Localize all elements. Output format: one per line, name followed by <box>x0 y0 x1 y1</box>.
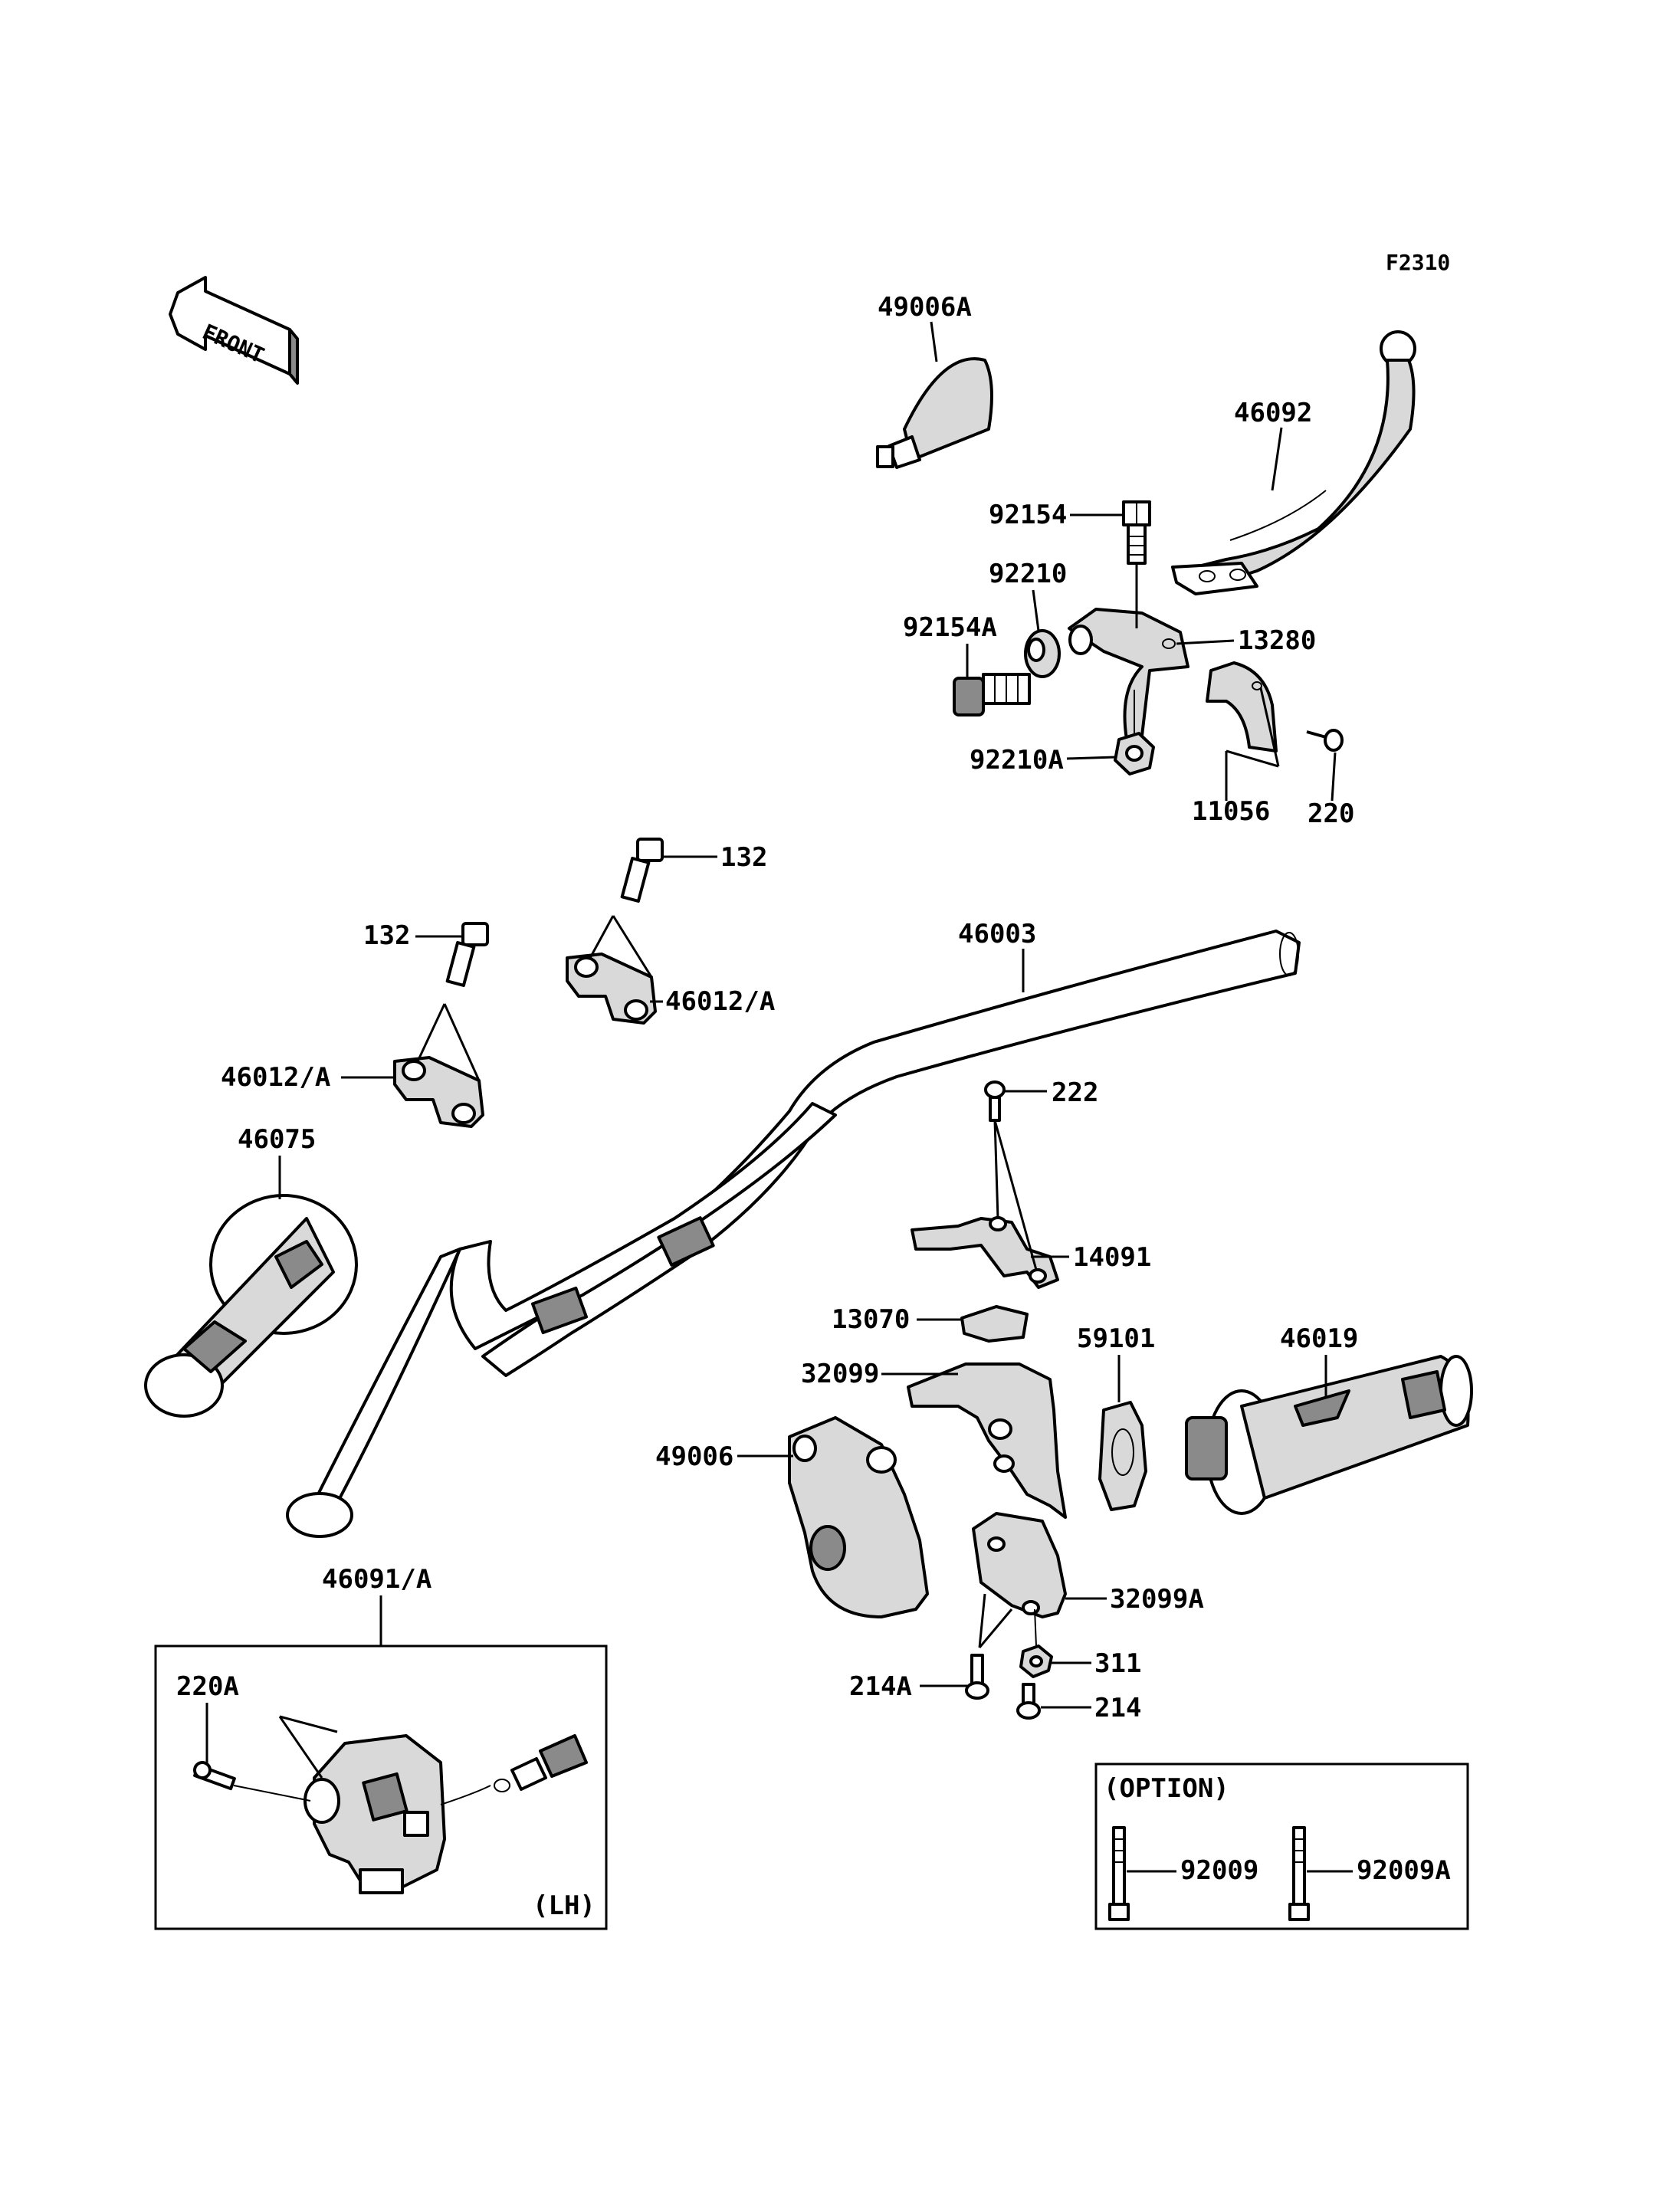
label-222: 222 <box>1052 1077 1098 1108</box>
label-46003: 46003 <box>958 919 1036 949</box>
label-220A: 220A <box>176 1671 239 1702</box>
part-46091A-switch <box>193 1734 588 1894</box>
part-14091 <box>911 1216 1059 1289</box>
label-13280: 13280 <box>1238 625 1316 656</box>
part-311 <box>1019 1644 1053 1678</box>
label-11056: 11056 <box>1192 796 1270 827</box>
part-13280 <box>1068 608 1189 741</box>
part-92154A <box>953 673 1031 716</box>
label-49006A: 49006A <box>878 292 972 323</box>
label-214: 214 <box>1094 1693 1141 1723</box>
part-214 <box>1016 1683 1041 1720</box>
part-46075-grip <box>144 1194 358 1418</box>
label-46075: 46075 <box>238 1124 316 1155</box>
part-46019-grip <box>1185 1355 1473 1515</box>
part-32099A <box>972 1512 1067 1618</box>
label-92154A: 92154A <box>903 612 997 643</box>
label-46091A: 46091/A <box>322 1564 431 1595</box>
label-46012A-left: 46012/A <box>221 1062 330 1093</box>
part-222 <box>984 1080 1006 1122</box>
front-arrow-icon: FRONT <box>169 276 299 385</box>
part-32099 <box>907 1362 1067 1519</box>
part-92009 <box>1108 1826 1130 1921</box>
label-46012A-right: 46012/A <box>665 986 775 1017</box>
part-132-left <box>445 922 489 987</box>
option-box <box>1094 1763 1469 1930</box>
lh-label: (LH) <box>533 1890 596 1921</box>
label-214A: 214A <box>849 1671 912 1702</box>
part-46012A-left <box>393 1056 484 1128</box>
part-46003-handlebar <box>286 930 1301 1538</box>
label-14091: 14091 <box>1073 1242 1151 1273</box>
part-46012A-right <box>566 953 657 1025</box>
part-92210A <box>1114 732 1155 776</box>
part-92210 <box>1024 629 1061 678</box>
part-92009A <box>1288 1826 1310 1921</box>
part-46092 <box>1171 330 1416 595</box>
label-32099A: 32099A <box>1110 1584 1204 1615</box>
part-220 <box>1306 729 1344 752</box>
option-label: (OPTION) <box>1104 1773 1229 1804</box>
label-92009: 92009 <box>1180 1855 1258 1886</box>
label-220: 220 <box>1308 798 1354 829</box>
label-13070: 13070 <box>832 1304 910 1335</box>
label-46019: 46019 <box>1280 1323 1358 1354</box>
label-59101: 59101 <box>1077 1323 1155 1354</box>
label-32099: 32099 <box>801 1359 879 1389</box>
part-92154 <box>1122 500 1151 565</box>
part-132-right <box>620 838 664 903</box>
part-214A <box>965 1654 989 1700</box>
part-49006 <box>788 1416 929 1618</box>
label-132-right: 132 <box>720 842 767 873</box>
label-92210: 92210 <box>989 559 1067 589</box>
part-49006A <box>876 357 993 469</box>
label-49006: 49006 <box>655 1441 733 1472</box>
figure-code: F2310 <box>1386 250 1450 275</box>
label-311: 311 <box>1094 1648 1141 1679</box>
label-92154: 92154 <box>989 500 1067 530</box>
label-92009A: 92009A <box>1357 1855 1451 1886</box>
part-13070 <box>960 1305 1029 1343</box>
part-59101 <box>1098 1401 1147 1511</box>
label-46092: 46092 <box>1234 398 1312 428</box>
label-132-left: 132 <box>363 920 410 951</box>
label-92210A: 92210A <box>970 745 1064 776</box>
